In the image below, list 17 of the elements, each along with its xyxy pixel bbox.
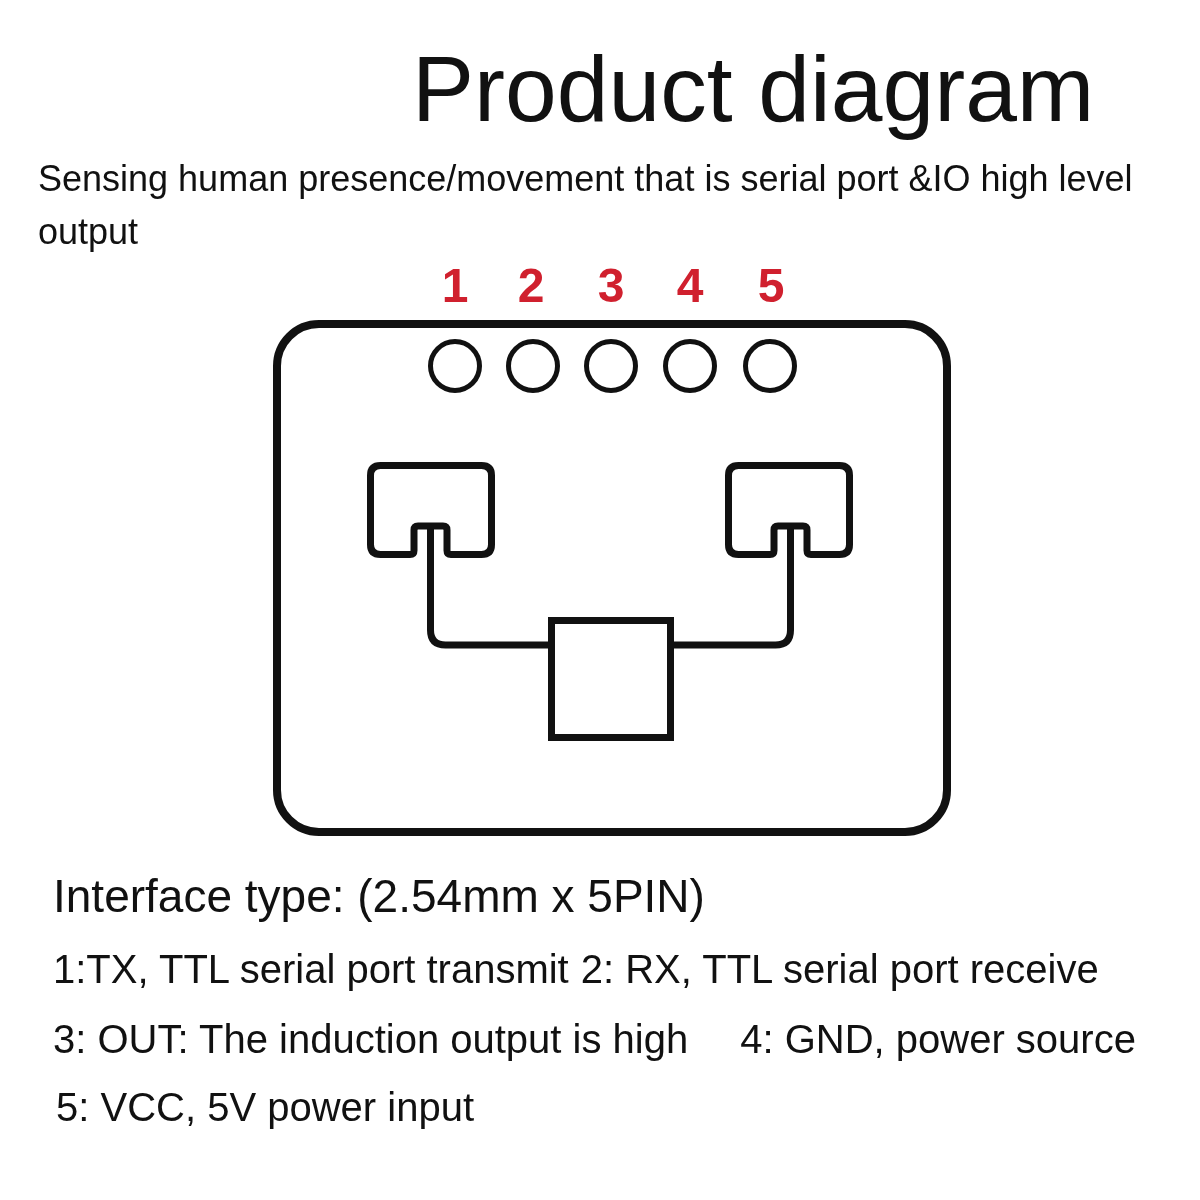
pin-description: 4: GND, power source	[740, 1016, 1136, 1063]
pin-description: 2: RX, TTL serial port receive	[580, 946, 1099, 993]
square-component	[548, 617, 674, 741]
spec-heading: Interface type: (2.54mm x 5PIN)	[53, 869, 705, 924]
pin-description: 1:TX, TTL serial port transmit	[53, 946, 569, 993]
pin-number: 3	[597, 262, 625, 310]
pin-number: 4	[676, 262, 704, 310]
pin-number: 1	[441, 262, 469, 310]
board-outline	[273, 320, 951, 836]
pin-number: 2	[517, 262, 545, 310]
notched-pad	[725, 462, 853, 558]
notched-pad	[367, 462, 495, 558]
title: Product diagram	[412, 38, 1095, 141]
pin-description: 5: VCC, 5V power input	[56, 1084, 474, 1131]
subtitle-text: Sensing human presence/movement that is serial port &IO high level output	[38, 157, 1134, 254]
pin-description: 3: OUT: The induction output is high	[53, 1016, 689, 1063]
pin-number: 5	[757, 262, 785, 310]
